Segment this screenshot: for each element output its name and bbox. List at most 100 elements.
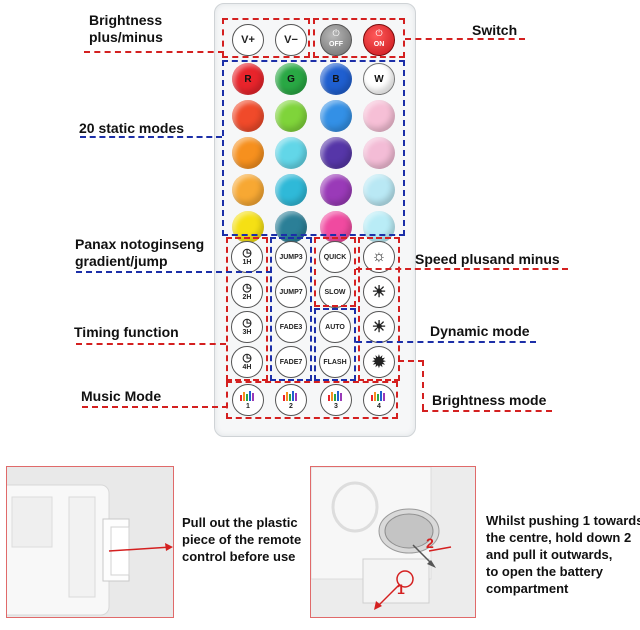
brightness-mode-box	[358, 237, 400, 381]
auto-flash-box	[314, 308, 356, 381]
timer-label: 4H	[242, 364, 252, 371]
battery-compartment-photo: 2 1	[310, 466, 476, 618]
brightness-mode-button[interactable]: ☀	[363, 276, 395, 308]
music-label: 4	[377, 402, 381, 410]
color-button[interactable]	[363, 174, 395, 206]
music-button-3[interactable]: 3	[320, 384, 352, 416]
switch-label: Switch	[472, 22, 518, 38]
power-icon: ⏻	[375, 28, 383, 38]
dynamic-callout	[356, 341, 536, 343]
dynamic-label: Dynamic mode	[430, 323, 530, 339]
left-caption-line3: control before use	[182, 549, 296, 564]
remote-tab-photo	[6, 466, 174, 618]
mode-button-fade7[interactable]: FADE7	[275, 346, 307, 378]
static-callout	[80, 136, 222, 138]
left-caption-line1: Pull out the plastic	[182, 515, 298, 530]
music-label: 2	[289, 402, 293, 410]
on-label: ON	[373, 40, 385, 48]
color-button[interactable]	[232, 100, 264, 132]
color-button-b[interactable]: B	[320, 63, 352, 95]
color-button[interactable]	[320, 100, 352, 132]
music-box	[226, 381, 398, 419]
mode-button-jump7[interactable]: JUMP7	[275, 276, 307, 308]
music-label: Music Mode	[81, 388, 162, 404]
color-button-g[interactable]: G	[275, 63, 307, 95]
mode-button-flash[interactable]: FLASH	[319, 346, 351, 378]
timing-callout	[76, 343, 226, 345]
color-button[interactable]	[275, 137, 307, 169]
sun-quarter-icon: ☀	[371, 284, 387, 301]
clock-icon: ◷	[242, 247, 252, 259]
clock-icon: ◷	[242, 282, 252, 294]
color-button-w[interactable]: W	[363, 63, 395, 95]
equalizer-icon	[283, 390, 299, 403]
mode-button-auto[interactable]: AUTO	[319, 311, 351, 343]
speed-callout	[356, 268, 568, 270]
battery-illustration	[311, 467, 475, 617]
mode-button-quick[interactable]: QUICK	[319, 241, 351, 273]
switch-box	[313, 18, 405, 58]
left-caption-line2: piece of the remote	[182, 532, 302, 547]
power-off-button[interactable]: ⏻ OFF	[320, 24, 352, 56]
brightness-mode-callout-h1	[398, 360, 424, 362]
color-button[interactable]	[320, 137, 352, 169]
timer-label: 3H	[242, 329, 252, 336]
timer-label: 2H	[242, 294, 252, 301]
brightness-mode-button[interactable]: ☼	[363, 241, 395, 273]
brightness-mode-callout-v	[422, 360, 424, 410]
brightness-box	[222, 18, 310, 58]
brightness-mode-button[interactable]: ✹	[363, 346, 395, 378]
panax-label: Panax notoginseng gradient/jump	[75, 236, 204, 270]
right-caption: Whilst pushing 1 towards the centre, hol…	[486, 512, 640, 597]
switch-callout	[405, 38, 525, 40]
off-label: OFF	[329, 40, 343, 48]
static-modes-label: 20 static modes	[79, 120, 185, 136]
brightness-callout	[84, 51, 224, 53]
brightness-mode-callout-h2	[422, 410, 552, 412]
sun-full-icon: ✹	[372, 354, 386, 371]
right-caption-line1: Whilst pushing 1 towards	[486, 513, 640, 528]
mode-button-jump3[interactable]: JUMP3	[275, 241, 307, 273]
marker-2: 2	[426, 535, 434, 551]
equalizer-icon	[371, 390, 387, 403]
color-button[interactable]	[232, 174, 264, 206]
left-caption: Pull out the plastic piece of the remote…	[182, 514, 301, 565]
power-on-button[interactable]: ⏻ ON	[363, 24, 395, 56]
timer-button-2h[interactable]: ◷2H	[231, 276, 263, 308]
brightness-pm-line1: Brightness	[89, 12, 163, 28]
jump-box	[270, 237, 312, 381]
brightness-pm-label: Brightness plus/minus	[89, 12, 163, 46]
timer-button-4h[interactable]: ◷4H	[231, 346, 263, 378]
color-button[interactable]	[275, 174, 307, 206]
music-callout	[82, 406, 228, 408]
right-caption-line3: and pull it outwards,	[486, 547, 613, 562]
right-caption-line4: to open the battery	[486, 564, 604, 579]
clock-icon: ◷	[242, 352, 252, 364]
power-icon: ⏻	[332, 28, 340, 38]
mode-button-slow[interactable]: SLOW	[319, 276, 351, 308]
timer-button-1h[interactable]: ◷1H	[231, 241, 263, 273]
music-label: 1	[246, 402, 250, 410]
mode-button-fade3[interactable]: FADE3	[275, 311, 307, 343]
brightness-mode-label: Brightness mode	[432, 392, 547, 408]
music-button-2[interactable]: 2	[275, 384, 307, 416]
right-caption-line5: compartment	[486, 581, 569, 596]
clock-icon: ◷	[242, 317, 252, 329]
equalizer-icon	[328, 390, 344, 403]
color-button[interactable]	[232, 137, 264, 169]
brightness-minus-button[interactable]: V−	[275, 24, 307, 56]
color-button-r[interactable]: R	[232, 63, 264, 95]
timer-label: 1H	[242, 259, 252, 266]
color-button[interactable]	[363, 100, 395, 132]
panax-callout	[76, 271, 272, 273]
timer-button-3h[interactable]: ◷3H	[231, 311, 263, 343]
remote-back-illustration	[7, 467, 173, 617]
color-button[interactable]	[275, 100, 307, 132]
speed-label: Speed plusand minus	[415, 251, 560, 267]
music-button-4[interactable]: 4	[363, 384, 395, 416]
color-button[interactable]	[363, 137, 395, 169]
music-button-1[interactable]: 1	[232, 384, 264, 416]
brightness-plus-button[interactable]: V+	[232, 24, 264, 56]
color-button[interactable]	[320, 174, 352, 206]
music-label: 3	[334, 402, 338, 410]
